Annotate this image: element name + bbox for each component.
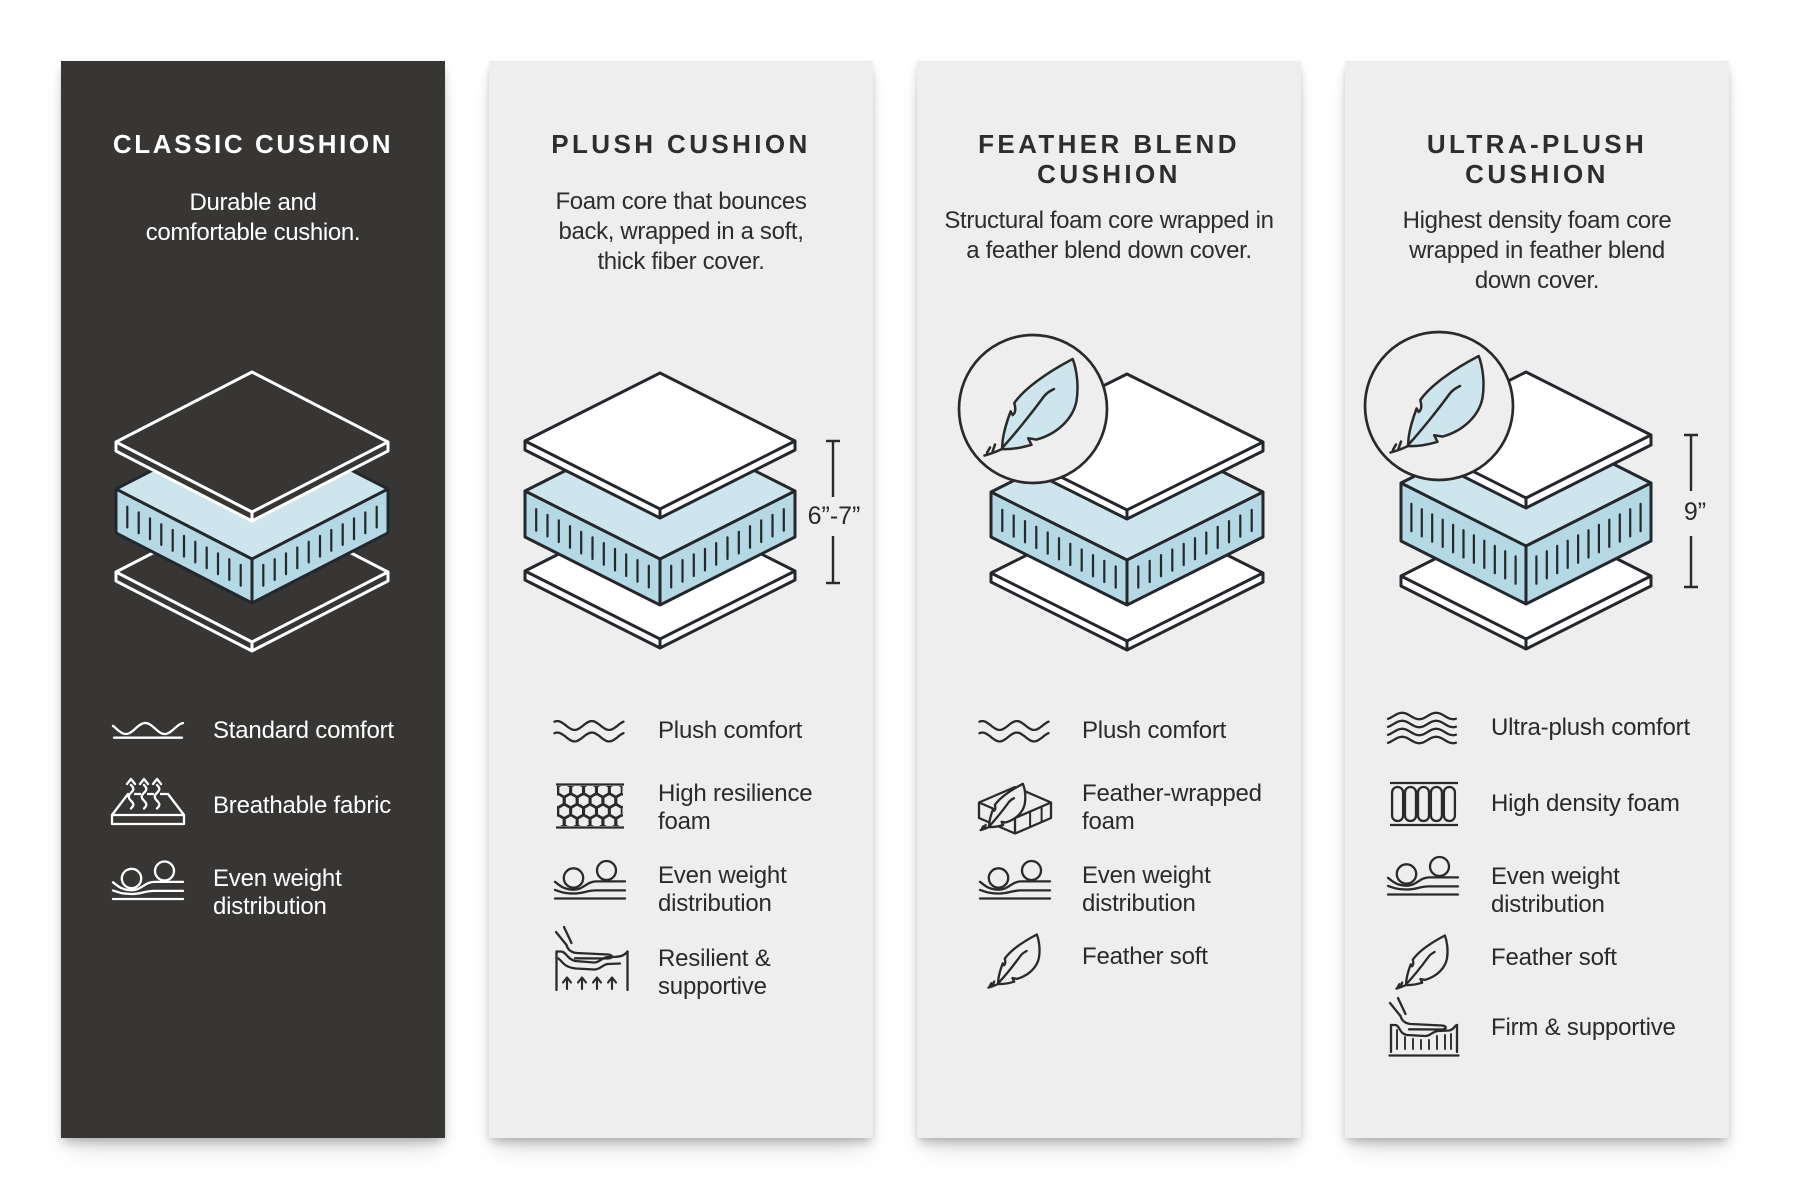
svg-text:9”: 9” [1684, 498, 1706, 526]
svg-text:6”-7”: 6”-7” [808, 502, 861, 530]
